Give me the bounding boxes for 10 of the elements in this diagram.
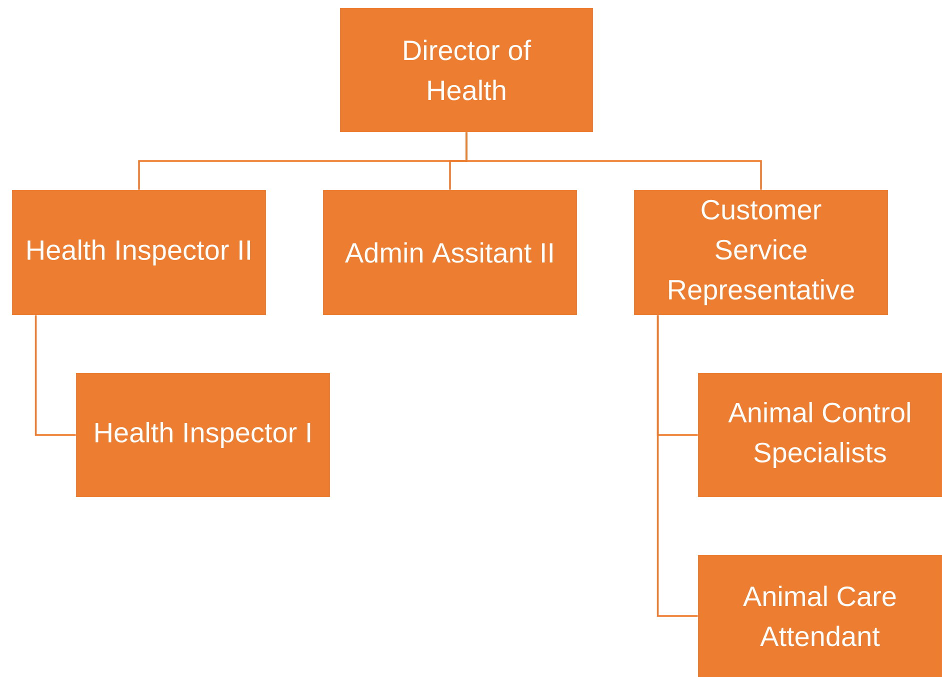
connector-line [656,315,698,617]
connector-line [34,315,76,436]
org-chart-box: Health Inspector I [76,373,330,497]
org-chart-box: Customer Service Representative [634,190,888,315]
org-chart-box: Animal Care Attendant [698,555,942,677]
org-chart-box: Health Inspector II [12,190,266,315]
connector-line [466,132,762,190]
org-chart-box: Animal Control Specialists [698,373,942,497]
org-chart-box: Admin Assitant II [323,190,577,315]
org-chart-box: Director of Health [340,8,593,132]
